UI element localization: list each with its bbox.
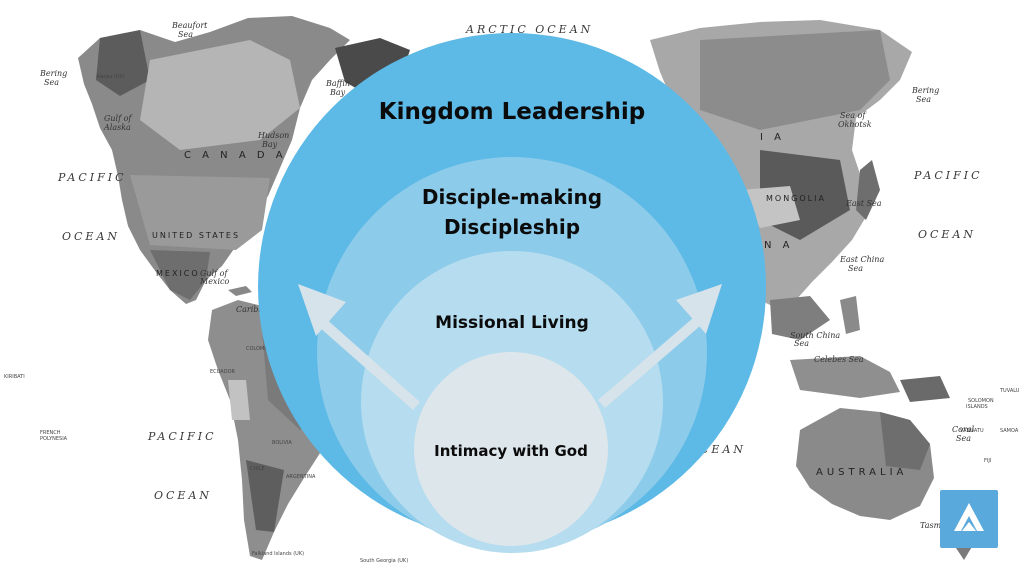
- ring-label-missional-living: Missional Living: [435, 313, 589, 333]
- map-sea-label: East Sea: [845, 199, 882, 208]
- map-country-label: POLYNESIA: [40, 436, 68, 442]
- map-country-label: South Georgia (UK): [360, 558, 408, 564]
- map-country-label: SAMOA: [1000, 428, 1019, 434]
- ring-label-discipleship: Discipleship: [444, 215, 580, 239]
- map-sea-label: Coral: [952, 425, 975, 434]
- map-sea-label: Caribbean: [236, 305, 278, 314]
- map-country-label: UNITED STATES: [152, 231, 240, 240]
- world-map: ARCTIC OCEAN PACIFIC OCEAN PACIFIC OCEAN…: [4, 16, 1020, 564]
- map-sea-label: Hudson: [257, 131, 289, 140]
- ring-label-disciple-making: Disciple-making: [422, 185, 602, 209]
- right-arrow: [598, 284, 722, 408]
- map-country-label: VANUATU: [960, 428, 984, 434]
- map-country-label: CHILE: [250, 466, 265, 472]
- brand-logo: [940, 490, 998, 548]
- map-sea-label: Sea: [956, 434, 971, 443]
- map-sea-label: South China: [790, 331, 840, 340]
- map-ocean-label: PACIFIC: [913, 169, 983, 182]
- map-country-label: FRENCH: [40, 430, 61, 436]
- map-sea-label: East China: [839, 255, 884, 264]
- map-sea-label: Sea of: [840, 111, 867, 120]
- map-sea-label: Sea: [794, 339, 809, 348]
- map-sea-label: Gulf of: [200, 269, 229, 278]
- map-ocean-label: PACIFIC: [147, 430, 217, 443]
- map-country-label: MEXICO: [156, 269, 200, 278]
- map-sea-label: Alaska: [103, 123, 131, 132]
- map-sea-label: Sea: [44, 78, 59, 87]
- map-sea-label: Bering: [39, 69, 67, 78]
- map-country-label: COLOMBIA: [246, 346, 273, 352]
- landmass-southeast-asia: [770, 296, 830, 340]
- map-sea-label: Bay: [261, 140, 278, 149]
- map-ocean-label: OCEAN: [62, 230, 120, 243]
- ring-label-intimacy-with-god: Intimacy with God: [434, 442, 588, 460]
- map-country-label: BOLIVIA: [272, 440, 292, 446]
- ring-label-kingdom-leadership: Kingdom Leadership: [379, 99, 645, 125]
- map-country-label: KIRIBATI: [4, 374, 25, 380]
- map-country-label: N A: [764, 240, 794, 251]
- map-country-label: ECUADOR: [210, 369, 236, 375]
- a-arrow-icon: [954, 503, 984, 531]
- map-sea-label: Tasman: [920, 521, 951, 530]
- map-country-label: ARGENTINA: [286, 474, 316, 480]
- map-country-label: I A: [760, 132, 785, 143]
- map-sea-label: Mexico: [199, 277, 229, 286]
- map-ocean-label: ARCTIC OCEAN: [465, 23, 593, 36]
- map-country-label: FIJI: [984, 458, 991, 464]
- map-ocean-label: CEAN: [700, 443, 746, 456]
- nested-circles-diagram: Kingdom Leadership Disciple-making Disci…: [258, 33, 766, 553]
- map-sea-label: Sea: [848, 264, 863, 273]
- map-country-label: AUSTRALIA: [816, 467, 907, 478]
- map-country-label: Falkland Islands (UK): [252, 551, 304, 557]
- map-sea-label: Bay: [329, 88, 346, 97]
- map-country-label: SOLOMON: [968, 398, 994, 404]
- map-sea-label: Celebes Sea: [814, 355, 864, 364]
- map-country-label: Alaska (US): [96, 74, 125, 80]
- left-arrow: [298, 284, 420, 410]
- map-sea-label: Baffin: [325, 79, 350, 88]
- map-ocean-label: PACIFIC: [57, 171, 127, 184]
- map-ocean-label: OCEAN: [154, 489, 212, 502]
- map-country-label: TUVALU: [999, 388, 1020, 394]
- map-sea-label: Okhotsk: [838, 120, 872, 129]
- map-sea-label: Beaufort: [171, 21, 208, 30]
- map-sea-label: Sea: [178, 30, 193, 39]
- map-country-label: ISLANDS: [966, 404, 988, 410]
- map-sea-label: Sea: [916, 95, 931, 104]
- map-sea-label: Gulf of: [104, 114, 133, 123]
- map-sea-label: Bering: [911, 86, 939, 95]
- ring-intimacy-with-god: [414, 352, 608, 546]
- map-country-label: MONGOLIA: [766, 194, 826, 203]
- map-country-label: C A N A D A: [184, 150, 287, 161]
- landmass-japan: [856, 160, 880, 220]
- map-ocean-label: OCEAN: [918, 228, 976, 241]
